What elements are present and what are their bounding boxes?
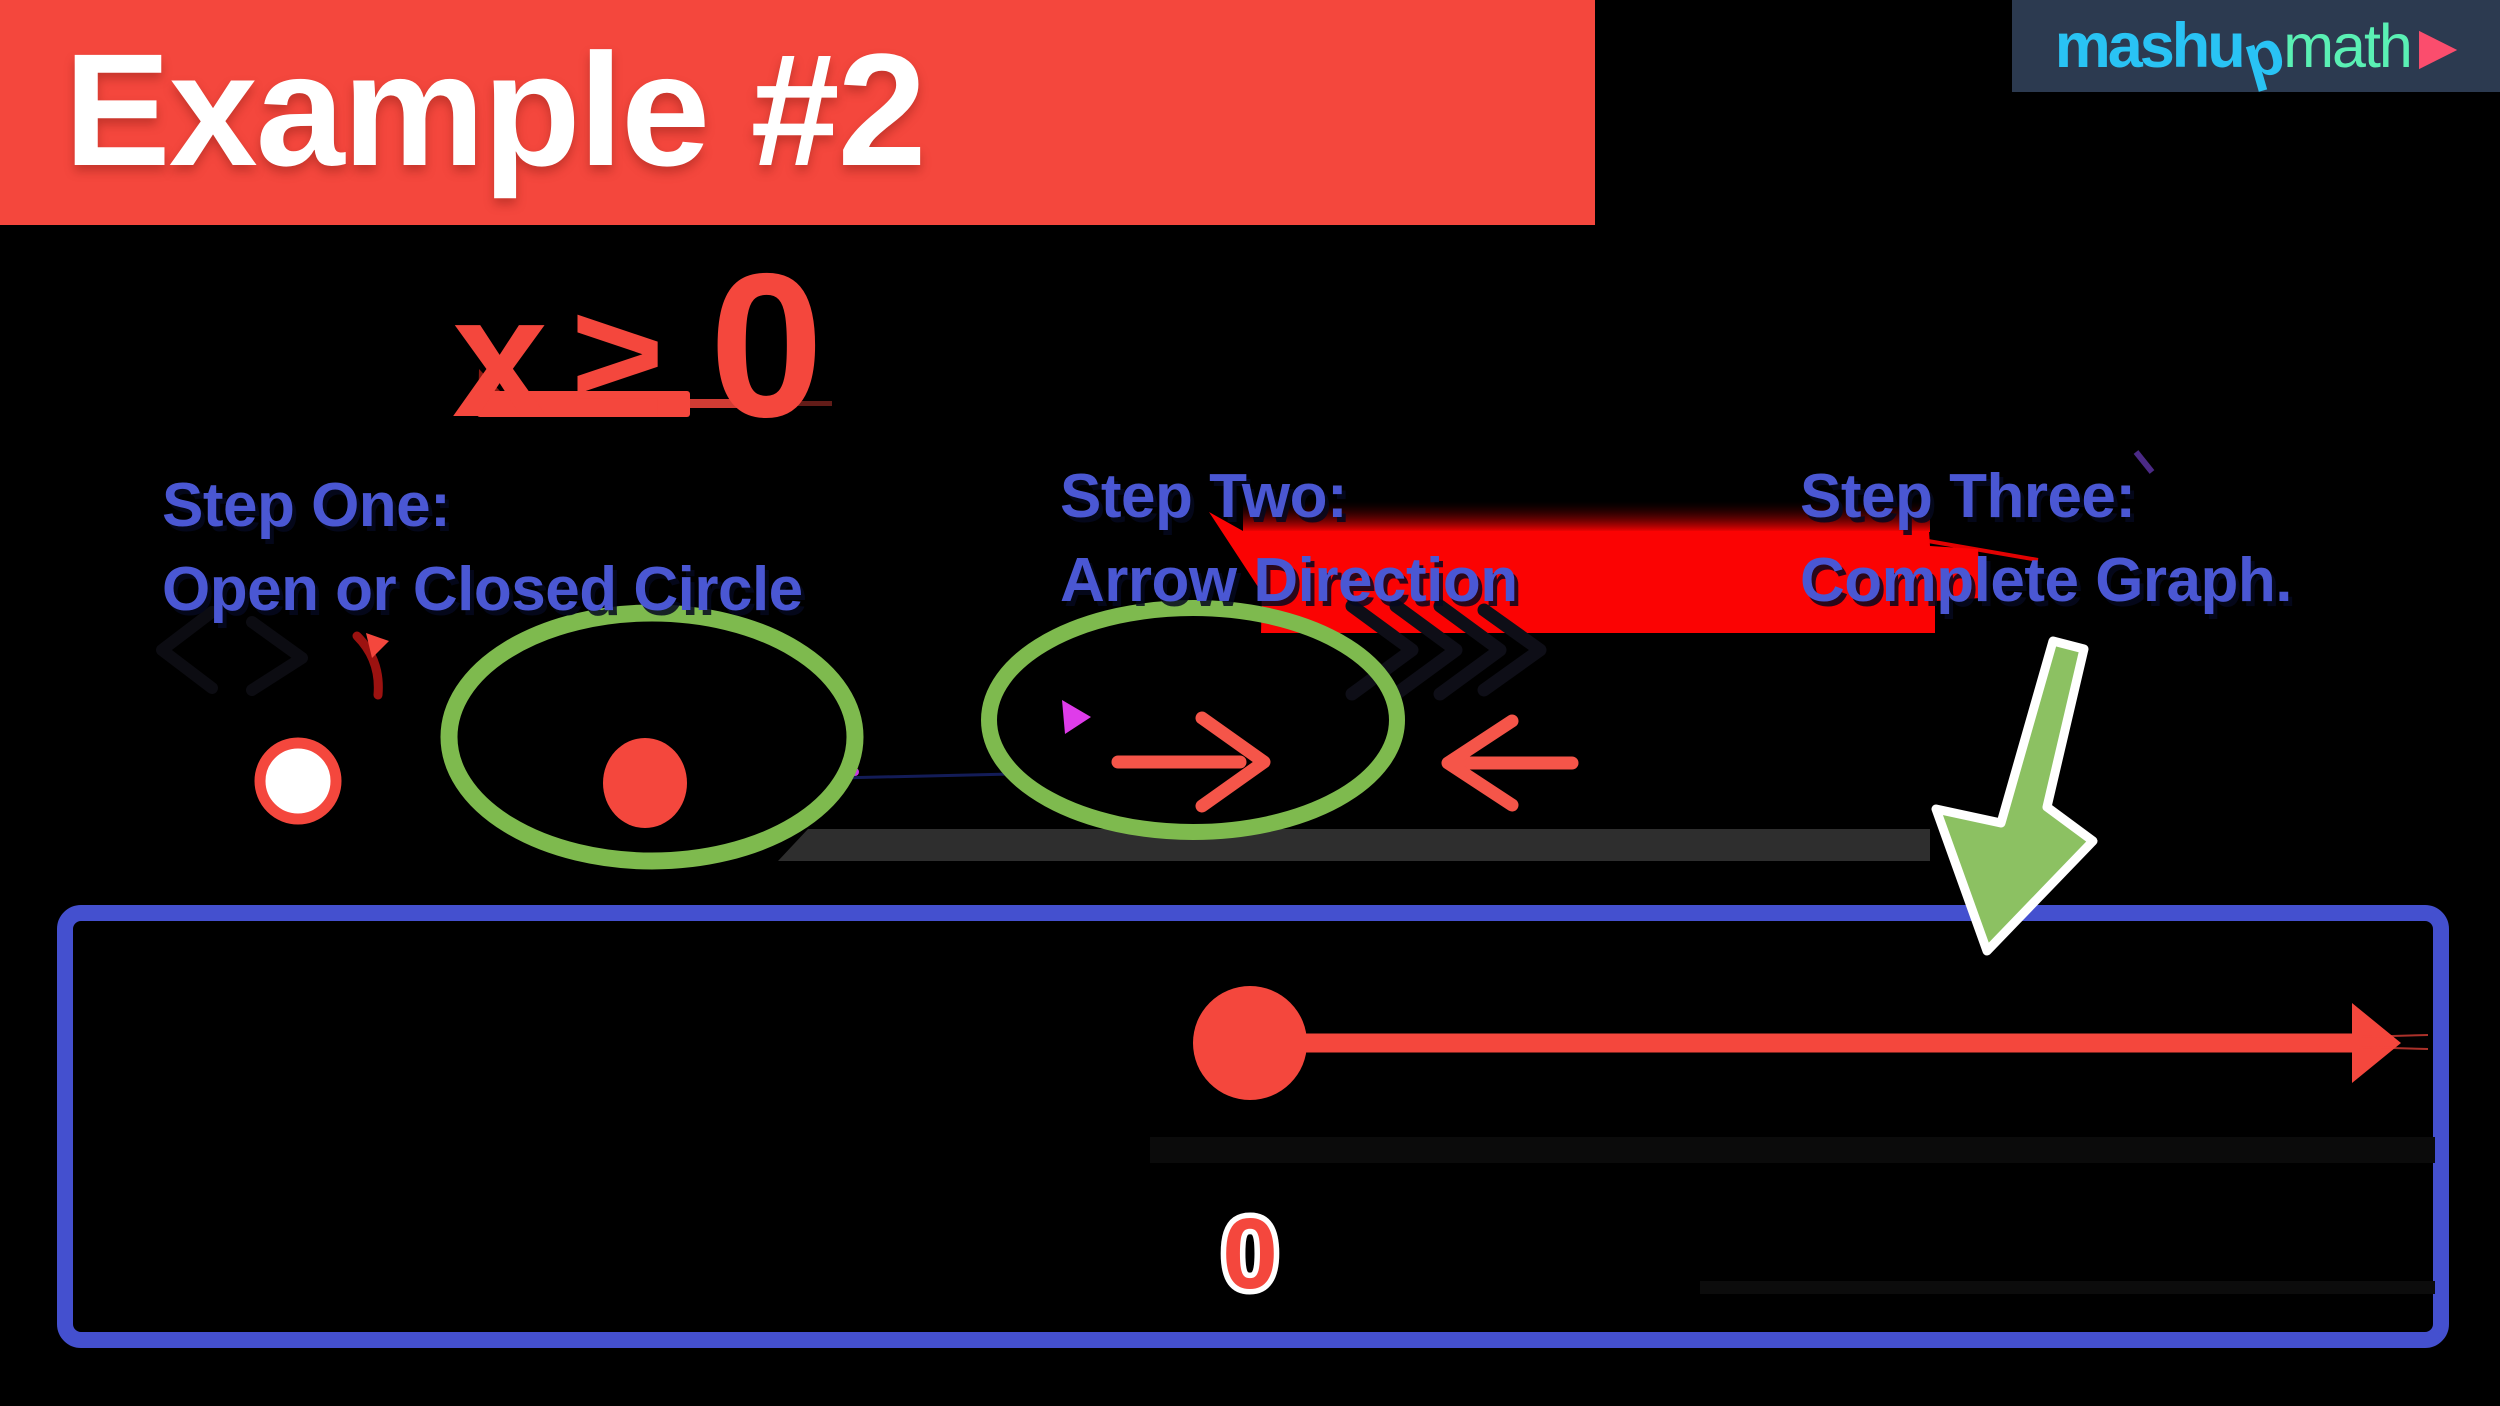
inequality-underline-fade <box>760 401 832 406</box>
title-banner: Example #2 <box>0 0 1595 225</box>
dark-chevrons-left <box>156 606 308 696</box>
step-one-caption: Step One: Open or Closed Circle <box>162 464 803 632</box>
inequality-underline <box>477 391 690 417</box>
inequality-variable: x <box>452 261 548 453</box>
arrowhead-hairline-2 <box>2356 1046 2429 1050</box>
page-title: Example #2 <box>64 20 927 199</box>
right-arrow-icon <box>1111 711 1271 813</box>
inequality-value: 0 <box>709 231 824 460</box>
step-one-label: Step One: <box>162 471 451 540</box>
arrowhead-hairline-1 <box>2356 1034 2429 1038</box>
gray-smear-band <box>778 829 1930 861</box>
blue-hairline <box>837 772 1013 780</box>
step-three-label: Step Three: <box>1800 462 2136 531</box>
closed-circle <box>603 738 687 828</box>
red-streak-artifact <box>352 631 383 700</box>
inequality: x ≥ 0 <box>452 228 824 464</box>
step-three-description: Complete Graph. <box>1800 546 2293 615</box>
left-arrow-icon <box>1441 714 1579 812</box>
red-highlight-tail <box>1927 539 2039 562</box>
inequality-underline-tail <box>690 399 760 408</box>
step-one-description: Open or Closed Circle <box>162 555 803 624</box>
green-ellipse-step1 <box>440 604 864 870</box>
step-two-caption: Step Two: Arrow Direction <box>1060 455 1518 623</box>
red-streak-tip <box>366 633 389 658</box>
answer-frame <box>57 905 2449 1348</box>
purple-tick <box>2133 450 2155 474</box>
logo-text-bold: mashu <box>2054 11 2246 81</box>
logo-text-light: math <box>2283 12 2413 80</box>
red-highlight-fade <box>1243 501 1930 532</box>
dark-chevrons-right <box>1345 599 1547 701</box>
magenta-flick <box>1062 700 1091 734</box>
open-circle <box>254 737 342 825</box>
green-ellipse-step2 <box>981 600 1405 840</box>
ghost-numberline-band-2 <box>1700 1281 2435 1294</box>
ghost-numberline-band <box>1150 1137 2435 1163</box>
inequality-operator: ≥ <box>573 271 662 450</box>
big-green-arrow-icon <box>1931 636 2098 956</box>
step-three-caption: Step Three: Complete Graph. <box>1800 455 2293 623</box>
numberline-arrowhead <box>2352 1003 2401 1083</box>
numberline-zero-label: 0 <box>1222 1198 1278 1310</box>
play-icon: ▶ <box>2418 18 2458 74</box>
step-two-label: Step Two: <box>1060 462 1348 531</box>
step-two-description: Arrow Direction <box>1060 546 1518 615</box>
